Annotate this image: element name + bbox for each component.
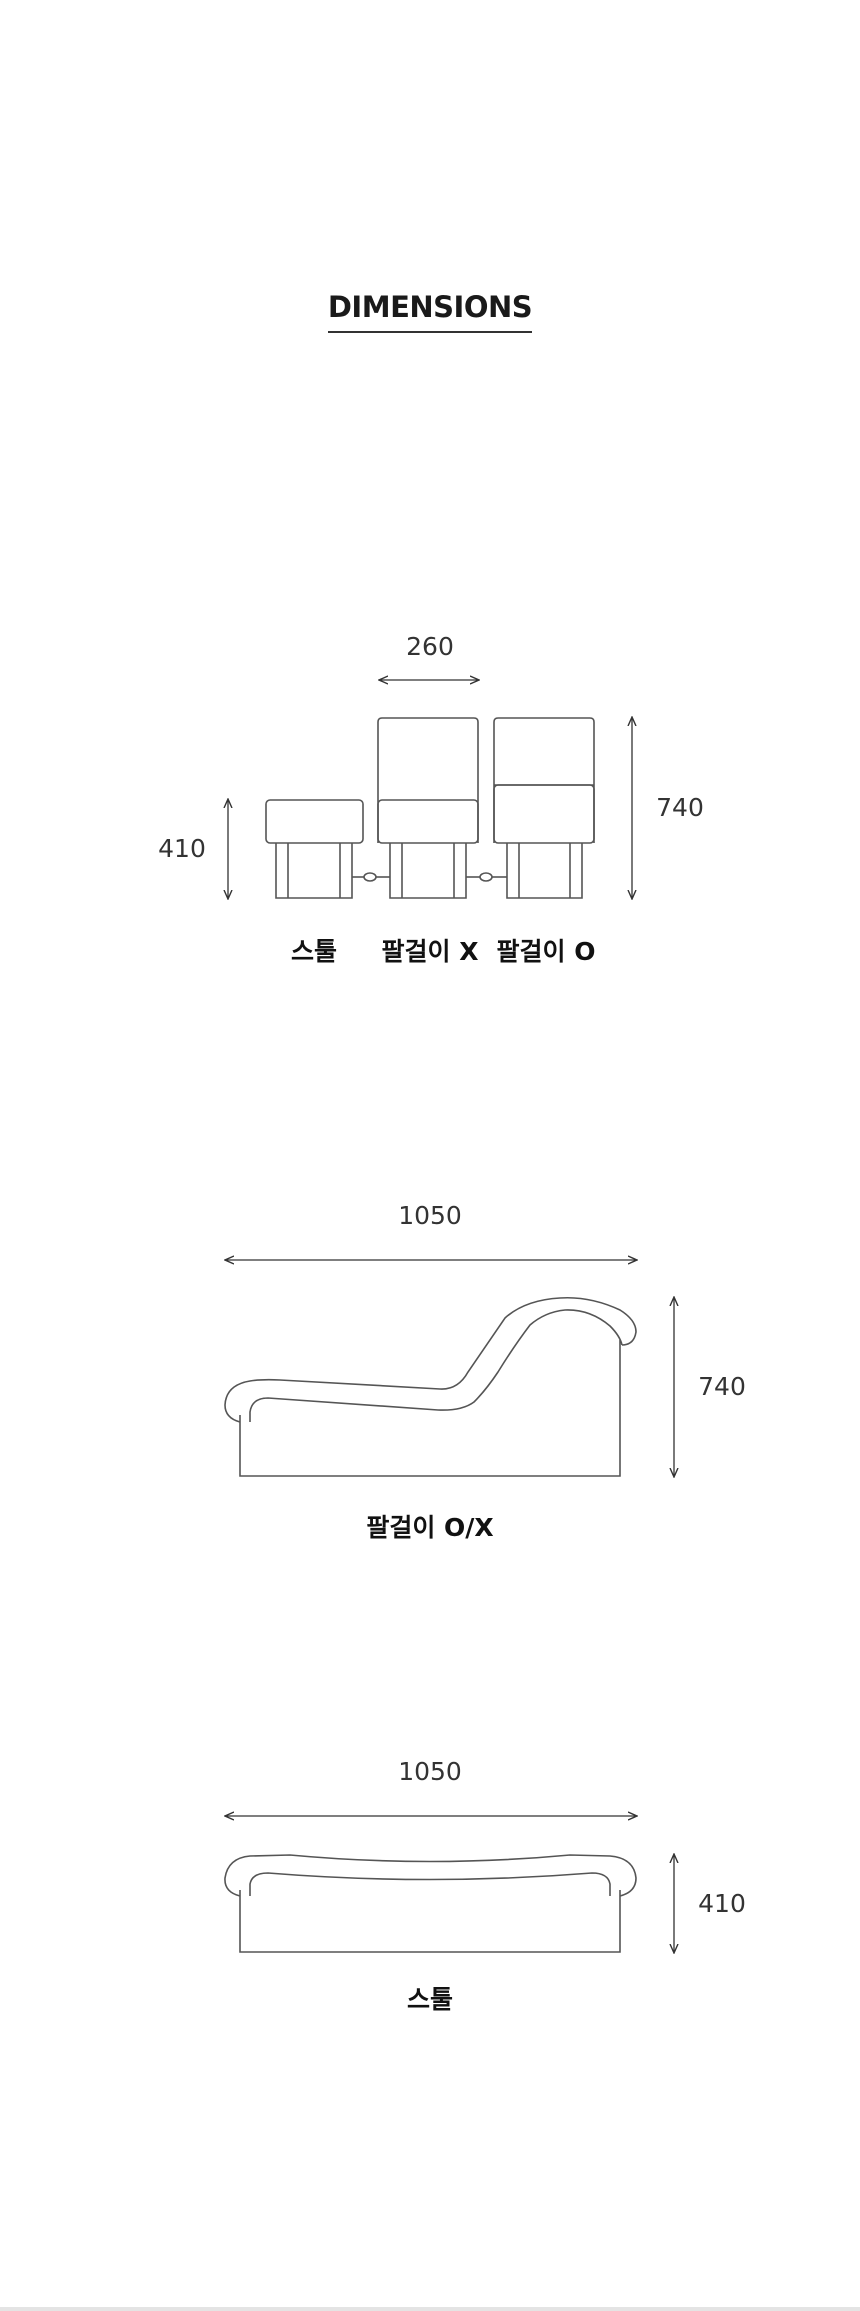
caption-side: 팔걸이 O/X <box>366 1513 493 1542</box>
caption-stool-view: 스툴 <box>407 1985 453 2014</box>
section-title: DIMENSIONS <box>0 290 860 333</box>
connector-right <box>466 872 507 882</box>
caption-no-arm: 팔걸이 X <box>382 937 479 966</box>
caption-with-arm: 팔걸이 O <box>497 937 596 966</box>
stool-front-drawing <box>265 799 364 899</box>
side-view: 1050 740 팔걸이 O/X <box>225 1201 746 1542</box>
chaise-side-drawing <box>224 1296 637 1477</box>
stool-width-value: 1050 <box>398 1757 462 1786</box>
arm-chair-front-drawing <box>493 717 595 899</box>
caption-stool: 스툴 <box>291 937 337 966</box>
stool-height-value: 410 <box>158 834 206 863</box>
connector-left <box>352 872 390 882</box>
stool-view: 1050 410 스툴 <box>225 1757 746 2014</box>
front-height-value: 740 <box>656 793 704 822</box>
front-width-value: 260 <box>406 632 454 661</box>
dimensions-heading: DIMENSIONS <box>327 290 533 333</box>
side-width-value: 1050 <box>398 1201 462 1230</box>
stool-side-drawing <box>224 1854 637 1953</box>
side-height-value: 740 <box>698 1372 746 1401</box>
no-arm-chair-front-drawing <box>377 717 479 899</box>
stool-side-height-value: 410 <box>698 1889 746 1918</box>
front-view: 260 740 410 <box>158 632 704 966</box>
bottom-divider <box>0 2307 860 2311</box>
